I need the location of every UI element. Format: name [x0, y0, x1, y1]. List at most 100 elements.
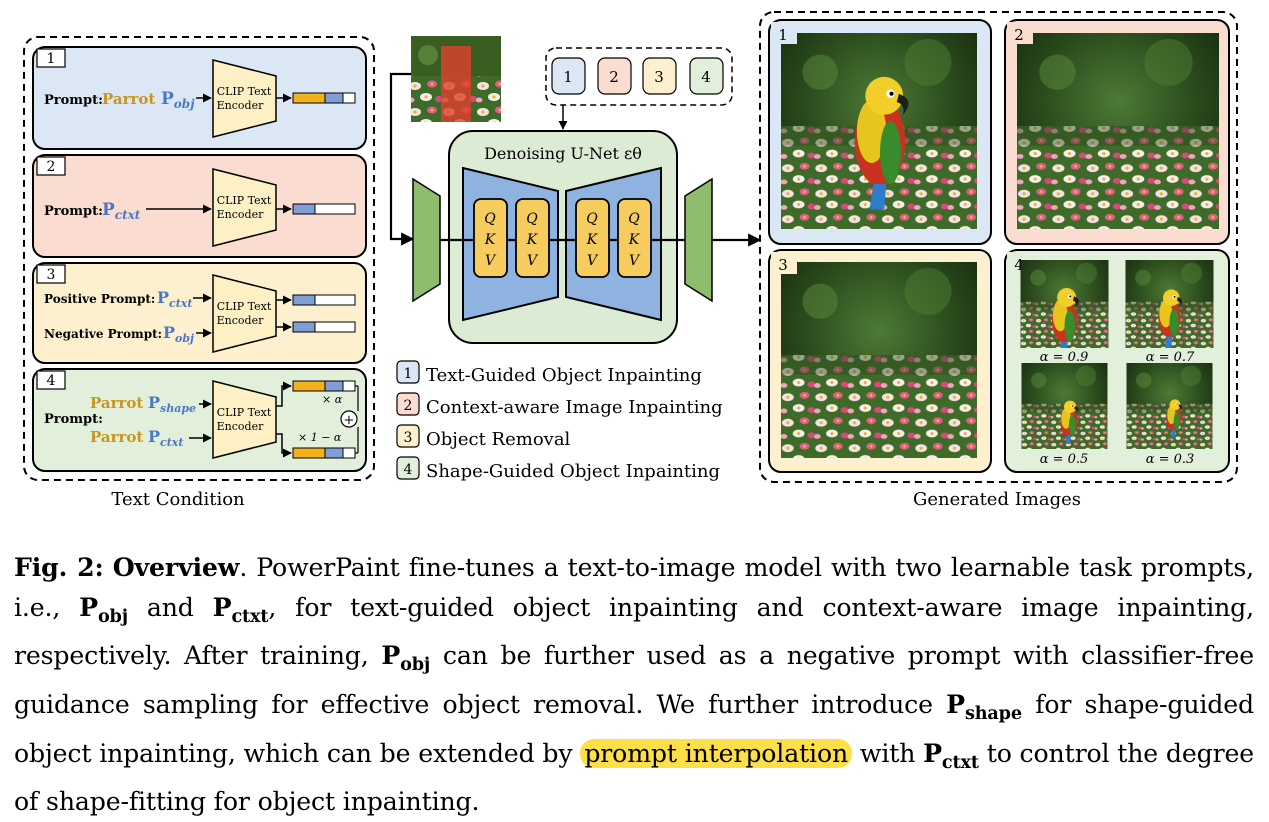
clip-text-encoder — [212, 380, 277, 459]
alpha-label: α = 0.3 — [1146, 452, 1195, 467]
task-prompt-selector: 1 2 3 4 — [545, 47, 733, 106]
svg-text:V: V — [587, 253, 599, 269]
embedding-bar — [292, 203, 356, 215]
alpha-label: α = 0.5 — [1040, 452, 1089, 467]
task-label: Shape-Guided Object Inpainting — [426, 461, 720, 482]
input-conv — [412, 177, 441, 303]
prompt-token-ctxt: Pctxt — [148, 427, 183, 449]
svg-text:K: K — [526, 232, 539, 248]
svg-text:Q: Q — [628, 211, 640, 227]
task-label: Object Removal — [426, 429, 571, 450]
attention-block — [617, 198, 652, 278]
embedding-bar — [292, 294, 356, 306]
task-label: Context-aware Image Inpainting — [426, 397, 723, 418]
prompt-label: Prompt: — [44, 204, 103, 219]
svg-text:3: 3 — [654, 68, 664, 86]
svg-text:1: 1 — [563, 68, 573, 86]
task-token-4 — [689, 57, 724, 95]
figure-caption: Fig. 2: Overview. PowerPaint fine-tunes … — [14, 552, 1255, 817]
svg-text:V: V — [629, 253, 641, 269]
svg-text:Q: Q — [586, 211, 598, 227]
unet-title: Denoising U-Net εθ — [484, 144, 642, 163]
generated-image-1: 1 — [768, 19, 992, 245]
task-legend: 1 Text-Guided Object Inpainting 2 Contex… — [396, 360, 723, 482]
panel-number: 1 — [47, 51, 56, 67]
embedding-bar — [292, 321, 356, 333]
encoder-label: Encoder — [217, 99, 264, 112]
panel-2-context-aware: 2 Prompt: Pctxt CLIP Text Encoder — [32, 154, 367, 258]
alpha-thumbnail: α = 0.9 — [1020, 260, 1109, 365]
generated-image-2: 2 — [1004, 19, 1230, 245]
plus-sign: + — [344, 413, 355, 428]
svg-text:3: 3 — [404, 430, 413, 446]
encoder-label: CLIP Text — [217, 300, 272, 313]
attention-block — [515, 198, 550, 278]
embedding-bar — [292, 380, 356, 392]
alpha-thumbnail: α = 0.7 — [1125, 260, 1214, 365]
positive-prompt-label: Positive Prompt: — [44, 292, 155, 306]
panel-number: 3 — [47, 267, 56, 283]
svg-text:Q: Q — [526, 211, 538, 227]
weight-one-minus-alpha: × 1 − α — [298, 431, 342, 444]
clip-text-encoder — [212, 168, 277, 247]
svg-text:Q: Q — [484, 211, 496, 227]
embedding-bar — [292, 92, 356, 104]
task-label: Text-Guided Object Inpainting — [426, 365, 702, 386]
generated-images-label: Generated Images — [913, 489, 1081, 510]
denoising-unet: Denoising U-Net εθ QKV QKV QKV QKV — [412, 130, 713, 344]
negative-prompt-label: Negative Prompt: — [44, 327, 162, 341]
encoder-label: Encoder — [217, 208, 264, 221]
svg-text:2: 2 — [1014, 26, 1024, 44]
svg-text:4: 4 — [1014, 256, 1024, 274]
highlighted-phrase: prompt interpolation — [580, 738, 853, 768]
prompt-word-parrot: Parrot — [102, 90, 155, 108]
encoder-label: CLIP Text — [217, 85, 272, 98]
svg-text:K: K — [586, 232, 599, 248]
embedding-bar — [292, 447, 356, 459]
sum-icon — [340, 410, 358, 428]
prompt-token-ctxt: Pctxt — [102, 200, 141, 222]
clip-text-encoder — [212, 59, 277, 138]
svg-text:1: 1 — [404, 366, 413, 382]
overview-figure: 1 Prompt: Parrot Pobj CLIP Text Encoder … — [23, 11, 1238, 510]
generated-image-3: 3 — [768, 249, 992, 473]
svg-text:2: 2 — [404, 398, 413, 414]
alpha-thumbnail: α = 0.3 — [1126, 363, 1213, 467]
encoder-label: Encoder — [217, 314, 264, 327]
task-token-1 — [551, 57, 586, 95]
prompt-token-obj: Pobj — [163, 323, 194, 345]
svg-text:K: K — [628, 232, 641, 248]
encoder-label: Encoder — [217, 420, 264, 433]
svg-text:4: 4 — [701, 68, 711, 86]
caption-figure-number: Fig. 2: — [14, 552, 104, 582]
prompt-token-shape: Pshape — [148, 393, 196, 415]
output-conv — [684, 177, 713, 303]
svg-text:K: K — [484, 232, 497, 248]
panel-3-object-removal: 3 Positive Prompt: Pctxt Negative Prompt… — [32, 262, 367, 364]
text-condition-border — [23, 36, 375, 481]
prompt-word-parrot: Parrot — [90, 428, 143, 446]
generated-image-4: 4 α = 0.9 α = 0.7 α = 0.5 α = 0.3 — [1004, 249, 1230, 473]
task-token-2 — [597, 57, 632, 95]
prompt-word-parrot: Parrot — [90, 394, 143, 412]
panel-4-shape-guided: 4 Prompt: Parrot Pshape Parrot Pctxt CLI… — [32, 368, 367, 472]
panel-number: 2 — [47, 159, 56, 175]
text-condition-label: Text Condition — [111, 489, 245, 510]
svg-text:1: 1 — [778, 26, 788, 44]
svg-text:V: V — [485, 253, 497, 269]
caption-title: Overview — [112, 552, 240, 582]
alpha-thumbnail: α = 0.5 — [1021, 363, 1108, 467]
panel-number: 4 — [47, 373, 56, 389]
svg-text:V: V — [527, 253, 539, 269]
alpha-label: α = 0.9 — [1040, 350, 1089, 365]
panel-1-text-guided: 1 Prompt: Parrot Pobj CLIP Text Encoder — [32, 46, 367, 150]
generated-images-border — [759, 11, 1238, 483]
task-token-3 — [642, 57, 677, 95]
clip-text-encoder — [212, 274, 277, 353]
encoder-label: CLIP Text — [217, 194, 272, 207]
encoder-label: CLIP Text — [217, 406, 272, 419]
prompt-token-ctxt: Pctxt — [157, 288, 192, 310]
svg-text:3: 3 — [778, 256, 788, 274]
weight-alpha: × α — [322, 393, 343, 406]
prompt-label: Prompt: — [44, 93, 103, 108]
